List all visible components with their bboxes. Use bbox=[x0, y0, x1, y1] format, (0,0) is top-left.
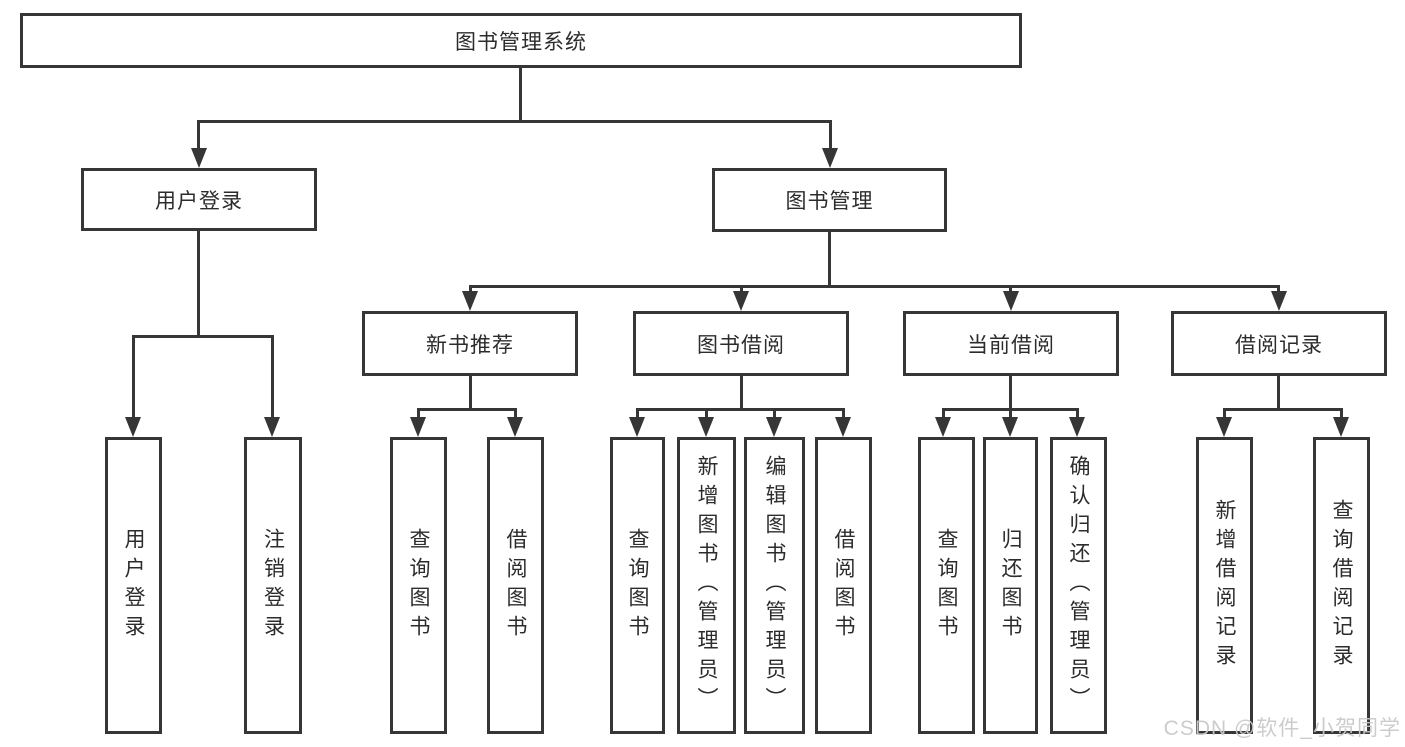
connector-line bbox=[1076, 408, 1079, 420]
connector-line bbox=[417, 408, 517, 411]
connector-line bbox=[1277, 376, 1280, 408]
connector-line bbox=[469, 285, 472, 295]
node-v-edit-book: 编辑图书（管理员） bbox=[744, 437, 805, 734]
connector-line bbox=[829, 120, 832, 150]
connector-line bbox=[842, 408, 845, 420]
node-user-login: 用户登录 bbox=[81, 168, 317, 231]
arrowhead-down-icon bbox=[698, 417, 714, 437]
arrowhead-down-icon bbox=[935, 417, 951, 437]
connector-line bbox=[636, 408, 845, 411]
connector-line bbox=[1223, 408, 1226, 420]
connector-line bbox=[1009, 285, 1012, 295]
node-v-return-book: 归还图书 bbox=[983, 437, 1038, 734]
connector-line bbox=[417, 408, 420, 420]
connector-line bbox=[1340, 408, 1343, 420]
arrowhead-down-icon bbox=[766, 417, 782, 437]
connector-line bbox=[271, 335, 274, 418]
connector-line bbox=[828, 232, 831, 285]
connector-line bbox=[1009, 376, 1012, 408]
arrowhead-down-icon bbox=[462, 291, 478, 311]
node-v-confirm-return: 确认归还（管理员） bbox=[1050, 437, 1107, 734]
arrowhead-down-icon bbox=[1003, 291, 1019, 311]
connector-line bbox=[197, 231, 200, 335]
connector-line bbox=[1277, 285, 1280, 295]
node-book-borrow: 图书借阅 bbox=[633, 311, 849, 376]
node-v-query-borrow-record: 查询借阅记录 bbox=[1313, 437, 1370, 734]
arrowhead-down-icon bbox=[1216, 417, 1232, 437]
node-v-borrow-book-1: 借阅图书 bbox=[487, 437, 544, 734]
node-v-user-login: 用户登录 bbox=[105, 437, 162, 734]
node-new-book-rec: 新书推荐 bbox=[362, 311, 578, 376]
node-v-query-book-3: 查询图书 bbox=[918, 437, 975, 734]
node-borrow-records: 借阅记录 bbox=[1171, 311, 1387, 376]
arrowhead-down-icon bbox=[1271, 291, 1287, 311]
arrowhead-down-icon bbox=[835, 417, 851, 437]
arrowhead-down-icon bbox=[822, 148, 838, 168]
connector-line bbox=[740, 376, 743, 408]
connector-line bbox=[773, 408, 776, 420]
arrowhead-down-icon bbox=[629, 417, 645, 437]
watermark: CSDN @软件_小贺同学 bbox=[1163, 717, 1401, 740]
arrowhead-down-icon bbox=[1002, 417, 1018, 437]
arrowhead-down-icon bbox=[191, 148, 207, 168]
node-current-borrow: 当前借阅 bbox=[903, 311, 1119, 376]
connector-line bbox=[469, 376, 472, 408]
arrowhead-down-icon bbox=[733, 291, 749, 311]
arrowhead-down-icon bbox=[1069, 417, 1085, 437]
node-v-logout: 注销登录 bbox=[244, 437, 302, 734]
connector-line bbox=[514, 408, 517, 420]
node-v-query-book-2: 查询图书 bbox=[610, 437, 665, 734]
connector-line bbox=[740, 285, 743, 295]
node-book-mgmt: 图书管理 bbox=[712, 168, 947, 232]
connector-line bbox=[519, 68, 522, 120]
connector-line bbox=[198, 120, 831, 123]
node-v-query-book-1: 查询图书 bbox=[390, 437, 447, 734]
arrowhead-down-icon bbox=[507, 417, 523, 437]
arrowhead-down-icon bbox=[125, 417, 141, 437]
connector-line bbox=[197, 120, 200, 150]
connector-line bbox=[132, 335, 274, 338]
node-v-add-book: 新增图书（管理员） bbox=[677, 437, 736, 734]
connector-line bbox=[705, 408, 708, 420]
arrowhead-down-icon bbox=[1333, 417, 1349, 437]
node-v-borrow-book-2: 借阅图书 bbox=[815, 437, 872, 734]
node-root: 图书管理系统 bbox=[20, 13, 1022, 68]
arrowhead-down-icon bbox=[410, 417, 426, 437]
connector-line bbox=[469, 285, 1280, 288]
node-v-add-borrow-record: 新增借阅记录 bbox=[1196, 437, 1253, 734]
connector-line bbox=[636, 408, 639, 420]
connector-line bbox=[1223, 408, 1342, 411]
connector-line bbox=[942, 408, 945, 420]
arrowhead-down-icon bbox=[264, 417, 280, 437]
connector-line bbox=[132, 335, 135, 418]
connector-line bbox=[1009, 408, 1012, 420]
